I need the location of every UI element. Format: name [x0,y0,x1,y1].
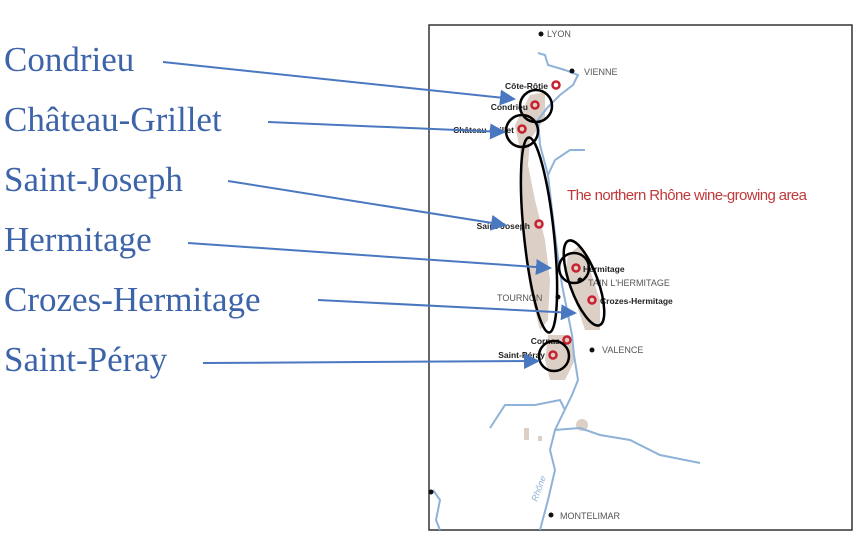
arrow-hermitage [187,242,552,276]
arrows [162,61,577,370]
label-hermitage: Hermitage [4,220,152,259]
pin-icons [517,80,597,360]
app-saint-peray: Saint-Péray [498,350,545,360]
arrow-saint-peray [202,353,540,370]
arrow-crozes-hermitage [317,299,577,321]
arrow-condrieu [162,61,516,106]
app-condrieu: Condrieu [491,102,528,112]
label-saint-joseph: Saint-Joseph [4,160,183,199]
label-saint-peray: Saint-Péray [4,340,168,379]
map-title: The northern Rhône wine-growing area [567,187,808,204]
arrow-saint-joseph [227,180,507,231]
app-cornas: Cornas [531,336,561,346]
label-condrieu: Condrieu [4,40,135,79]
app-hermitage: Hermitage [583,264,625,274]
city-vienne: VIENNE [584,67,618,77]
city-tournon: TOURNON [497,293,542,303]
arrow-chateau-grillet [267,121,506,140]
highlight-circles [504,88,606,373]
city-lyon: LYON [547,29,571,39]
app-chateau-grillet: Château-Grillet [453,125,514,135]
city-montelimar: MONTELIMAR [560,511,621,521]
app-cote-rotie: Côte-Rôtie [505,81,548,91]
city-tain: TAIN L'HERMITAGE [588,278,670,288]
app-crozes-hermitage: Crozes-Hermitage [600,296,673,306]
label-crozes-hermitage: Crozes-Hermitage [4,280,261,319]
city-valence: VALENCE [602,345,643,355]
label-chateau-grillet: Château-Grillet [4,100,222,139]
